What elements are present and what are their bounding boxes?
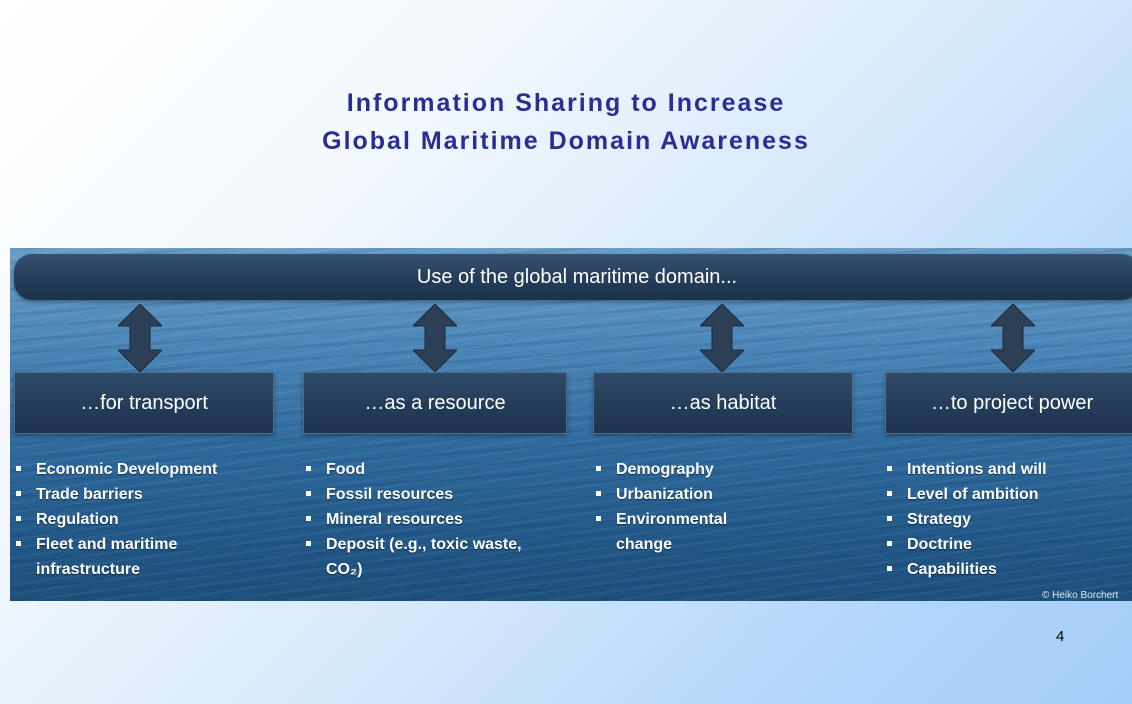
category-box-resource: …as a resource [303,372,567,434]
power-list: Intentions and will Level of ambition St… [883,457,1128,582]
list-item: Doctrine [883,532,1128,557]
category-box-power: …to project power [885,372,1132,434]
transport-list: Economic Development Trade barriers Regu… [12,457,242,582]
list-item: Food [302,457,552,482]
list-item: Level of ambition [883,482,1128,507]
category-box-habitat: …as habitat [593,372,853,434]
list-item: Environmental change [592,507,756,557]
list-item: Urbanization [592,482,782,507]
page-number: 4 [1056,628,1065,645]
list-item: Fossil resources [302,482,552,507]
slide-title: Information Sharing to Increase Global M… [0,84,1132,160]
list-item: Deposit (e.g., toxic waste, CO₂) [302,532,526,582]
maritime-domain-diagram: Use of the global maritime domain... …fo… [10,248,1132,601]
habitat-list: Demography Urbanization Environmental ch… [592,457,782,557]
list-item: Regulation [12,507,242,532]
list-item: Fleet and maritime infrastructure [12,532,242,582]
title-line-2: Global Maritime Domain Awareness [322,127,810,155]
list-item: Intentions and will [883,457,1128,482]
diagram-banner: Use of the global maritime domain... [14,254,1132,300]
double-arrow-icon [991,304,1035,372]
double-arrow-icon [413,304,457,372]
list-item: Trade barriers [12,482,242,507]
double-arrow-icon [118,304,162,372]
resource-list: Food Fossil resources Mineral resources … [302,457,552,582]
list-item: Strategy [883,507,1128,532]
category-box-transport: …for transport [14,372,274,434]
list-item: Mineral resources [302,507,552,532]
list-item: Economic Development [12,457,242,482]
image-copyright: © Heiko Borchert [1042,590,1119,601]
title-line-1: Information Sharing to Increase [346,89,786,117]
list-item: Demography [592,457,782,482]
list-item: Capabilities [883,557,1128,582]
double-arrow-icon [700,304,744,372]
